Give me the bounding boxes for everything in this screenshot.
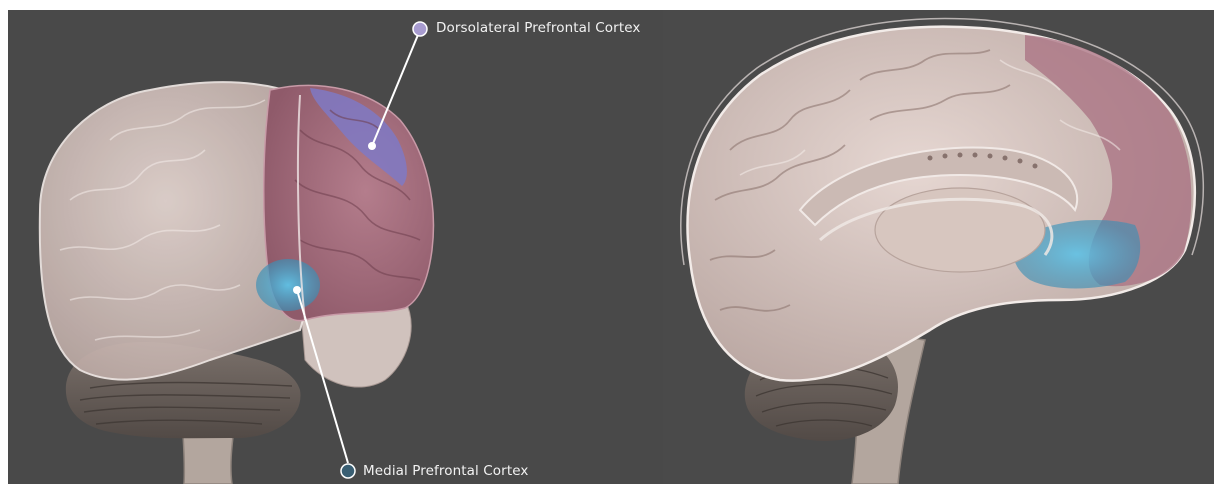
mpfc-anchor-dot [293,286,301,294]
dlpfc-anchor-dot [368,142,376,150]
right-thalamus [875,188,1045,272]
dorsolateral-prefrontal-cortex-label: Dorsolateral Prefrontal Cortex [436,20,640,36]
dlpfc-marker-icon [413,22,427,36]
left-medial-highlight [256,259,320,311]
mpfc-marker-icon [341,464,355,478]
medial-prefrontal-cortex-label: Medial Prefrontal Cortex [363,463,528,479]
